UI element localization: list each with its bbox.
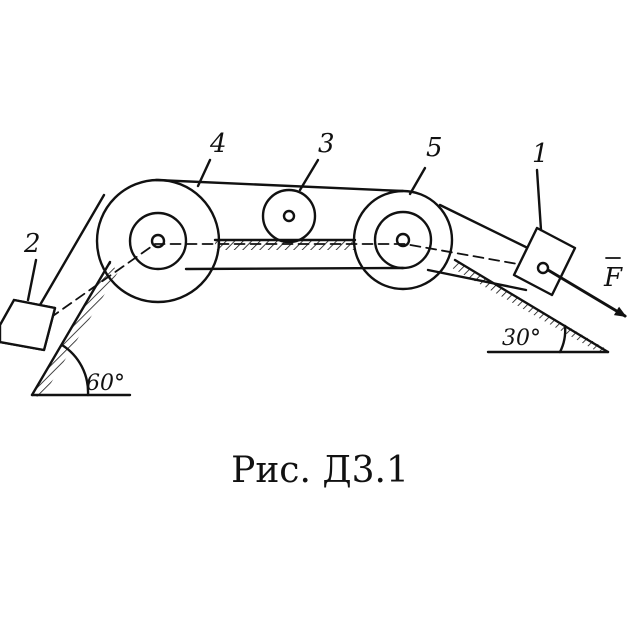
block-1 xyxy=(512,226,577,297)
leader-4 xyxy=(196,158,212,188)
leader-5 xyxy=(408,166,427,196)
leader-2 xyxy=(26,258,38,302)
figure-caption: Рис. Д3.1 xyxy=(231,450,409,491)
label-body-3: 3 xyxy=(318,129,335,159)
center-line xyxy=(49,243,541,319)
rope xyxy=(38,178,538,307)
label-body-4: 4 xyxy=(209,129,227,159)
angle-arc-left xyxy=(60,343,90,397)
leader-3 xyxy=(298,158,320,192)
block-2 xyxy=(0,298,57,352)
force-arrow xyxy=(546,268,627,318)
angle-arc-right xyxy=(558,324,567,354)
label-angle-right: 30° xyxy=(502,326,541,351)
pulley-4 xyxy=(95,178,221,304)
label-angle-left: 60° xyxy=(86,371,125,396)
label-body-2: 2 xyxy=(23,229,41,259)
pulley-5 xyxy=(352,189,454,291)
label-body-5: 5 xyxy=(426,133,443,163)
label-body-1: 1 xyxy=(532,139,549,169)
label-force: F xyxy=(603,263,623,293)
pulley-3 xyxy=(261,188,317,244)
leader-1 xyxy=(535,168,543,232)
